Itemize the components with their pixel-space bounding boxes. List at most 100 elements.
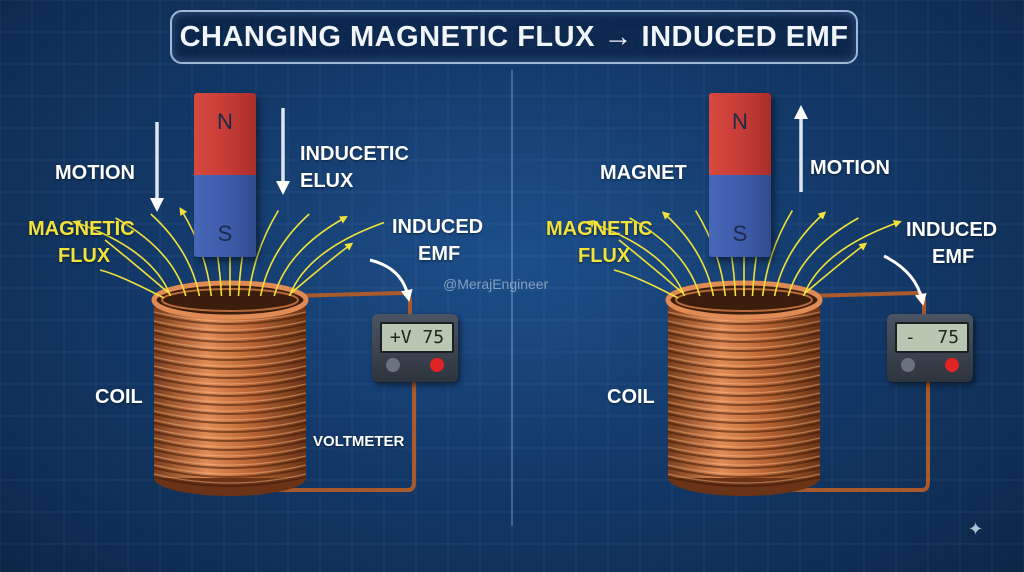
flux-line bbox=[115, 217, 187, 297]
wire-bottom bbox=[784, 382, 930, 492]
coil-turn-highlight bbox=[153, 410, 307, 421]
flux-line bbox=[72, 220, 172, 297]
coil-turn-highlight bbox=[667, 338, 821, 349]
flux-line bbox=[586, 220, 686, 297]
right-magnetic-flux-label-line1: MAGNETIC bbox=[546, 218, 653, 240]
flux-line bbox=[259, 213, 310, 297]
left-voltmeter-label: VOLTMETER bbox=[313, 433, 405, 450]
coil-turn bbox=[153, 323, 307, 334]
coil-turn bbox=[667, 422, 821, 433]
coil-turn bbox=[667, 359, 821, 370]
coil-turn bbox=[667, 476, 821, 487]
coil-turn bbox=[667, 458, 821, 469]
coil-turn-highlight bbox=[153, 347, 307, 358]
coil-turn-highlight bbox=[667, 473, 821, 484]
coil-turn-highlight bbox=[153, 419, 307, 430]
coil-turn-highlight bbox=[667, 392, 821, 403]
coil-turn-highlight bbox=[153, 338, 307, 349]
coil-turn-highlight bbox=[153, 428, 307, 439]
coil-turn-highlight bbox=[667, 347, 821, 358]
coil-turn-highlight bbox=[667, 455, 821, 466]
coil-turn bbox=[153, 476, 307, 487]
left-meter-knob-red bbox=[430, 358, 444, 372]
left-meter-knob-grey bbox=[386, 358, 400, 372]
coil-turn-highlight bbox=[667, 401, 821, 412]
watermark: @MerajEngineer bbox=[443, 276, 549, 292]
left-bar-magnet: N S bbox=[194, 93, 256, 257]
coil-turn-highlight bbox=[667, 365, 821, 376]
coil-turn bbox=[153, 368, 307, 379]
right-coil-label: COIL bbox=[607, 386, 655, 408]
coil-turn-highlight bbox=[153, 374, 307, 385]
coil-turn bbox=[667, 395, 821, 406]
coil-turn-highlight bbox=[667, 428, 821, 439]
coil-turn bbox=[153, 449, 307, 460]
left-motion-label: MOTION bbox=[55, 162, 135, 184]
coil-turn bbox=[667, 449, 821, 460]
coil-turn bbox=[667, 440, 821, 451]
left-magnet-south-pole bbox=[194, 175, 256, 257]
right-magnet-north-pole bbox=[709, 93, 771, 175]
left-magnet-north-pole bbox=[194, 93, 256, 175]
coil-turn-highlight bbox=[667, 320, 821, 331]
sparkle-icon: ✦ bbox=[968, 519, 984, 539]
flux-line bbox=[618, 239, 685, 295]
left-magnetic-flux-label-line2: FLUX bbox=[58, 245, 111, 267]
right-induced-emf-label-line2: EMF bbox=[932, 246, 975, 268]
coil-turn bbox=[153, 332, 307, 343]
right-magnet-n-label: N bbox=[732, 109, 748, 134]
coil-turn-highlight bbox=[153, 392, 307, 403]
right-magnet-south-pole bbox=[709, 175, 771, 257]
right-meter-knob-grey bbox=[901, 358, 915, 372]
left-magnet-n-label: N bbox=[217, 109, 233, 134]
coil-turn-highlight bbox=[153, 464, 307, 475]
left-induced-flux-label-line1: INDUCETIC bbox=[300, 143, 409, 165]
coil-turn bbox=[153, 458, 307, 469]
coil-turn bbox=[667, 332, 821, 343]
coil-turn bbox=[667, 377, 821, 388]
flux-line bbox=[787, 217, 859, 297]
panel-divider bbox=[511, 70, 513, 526]
coil-turn bbox=[153, 314, 307, 325]
left-magnet-s-label: S bbox=[217, 221, 233, 246]
coil-turn-highlight bbox=[667, 311, 821, 322]
right-magnet-label: MAGNET bbox=[600, 162, 687, 184]
page-title: CHANGING MAGNETIC FLUX → INDUCED EMF bbox=[179, 20, 849, 53]
left-induced-emf-label-line1: INDUCED bbox=[392, 216, 484, 238]
flux-line bbox=[629, 217, 701, 297]
right-voltmeter-display: - 75 bbox=[895, 322, 969, 353]
coil-turn-highlight bbox=[667, 374, 821, 385]
coil-turn-highlight bbox=[153, 455, 307, 466]
wire-bottom bbox=[270, 382, 416, 492]
coil-turn bbox=[153, 440, 307, 451]
coil-turn bbox=[153, 413, 307, 424]
flux-line bbox=[247, 210, 280, 297]
right-magnet-s-label: S bbox=[732, 221, 748, 246]
coil-turn bbox=[667, 323, 821, 334]
flux-line bbox=[288, 221, 385, 297]
coil-turn-highlight bbox=[153, 446, 307, 457]
right-motion-label: MOTION bbox=[810, 157, 890, 179]
right-induced-emf-label-line1: INDUCED bbox=[906, 219, 998, 241]
left-magnetic-flux-label-line1: MAGNETIC bbox=[28, 218, 135, 240]
flux-line bbox=[289, 242, 354, 295]
flux-line bbox=[803, 242, 868, 295]
coil-turn bbox=[153, 359, 307, 370]
left-voltmeter-display: +V 75 bbox=[380, 322, 454, 353]
emf-arrow-icon bbox=[369, 258, 413, 302]
emf-arrow-icon bbox=[883, 254, 927, 306]
coil-turn bbox=[153, 395, 307, 406]
right-meter-knob-red bbox=[945, 358, 959, 372]
coil-turn bbox=[667, 341, 821, 352]
coil-turn-highlight bbox=[153, 365, 307, 376]
coil-turn bbox=[153, 377, 307, 388]
coil-turn-highlight bbox=[667, 464, 821, 475]
coil-turn bbox=[153, 386, 307, 397]
coil-turn-highlight bbox=[153, 473, 307, 484]
left-voltmeter: +V 75 bbox=[372, 314, 458, 382]
coil-turn bbox=[667, 368, 821, 379]
coil-turn-highlight bbox=[153, 356, 307, 367]
coil-turn bbox=[667, 467, 821, 478]
coil-turn-highlight bbox=[153, 320, 307, 331]
